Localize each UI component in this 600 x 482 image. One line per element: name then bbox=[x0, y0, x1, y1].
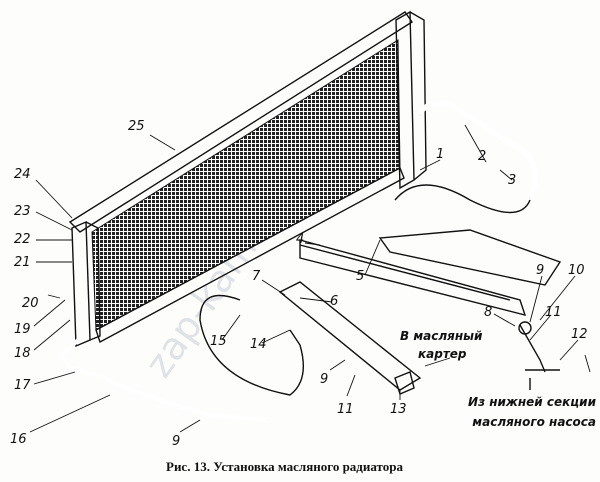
callout-10: 10 bbox=[568, 263, 585, 278]
callout-18: 18 bbox=[14, 346, 31, 361]
callout-8: 8 bbox=[484, 305, 492, 320]
callout-20: 20 bbox=[22, 296, 39, 311]
callout-19: 19 bbox=[14, 322, 31, 337]
leader-lines bbox=[29, 124, 591, 433]
callout-23: 23 bbox=[14, 204, 31, 219]
callout-labels: 25 24 23 22 21 20 19 18 17 16 1 2 3 4 5 … bbox=[10, 119, 588, 449]
radiator bbox=[68, 10, 427, 348]
callout-3: 3 bbox=[508, 173, 516, 188]
note-from-pump-line1: Из нижней секции bbox=[468, 395, 597, 409]
callout-9c: 9 bbox=[172, 434, 180, 449]
callout-11b: 11 bbox=[337, 402, 354, 417]
pipes bbox=[59, 100, 562, 422]
callout-14: 14 bbox=[250, 337, 267, 352]
callout-1: 1 bbox=[436, 147, 444, 162]
callout-9b: 9 bbox=[320, 372, 328, 387]
callout-11: 11 bbox=[545, 305, 562, 320]
note-to-crankcase-line1: В масляный bbox=[400, 329, 483, 343]
callout-21: 21 bbox=[14, 255, 31, 270]
callout-25: 25 bbox=[128, 119, 145, 134]
callout-5: 5 bbox=[356, 269, 364, 284]
callout-6: 6 bbox=[330, 294, 338, 309]
note-from-pump-line2: масляного насоса bbox=[472, 415, 596, 429]
callout-9: 9 bbox=[536, 263, 544, 278]
callout-2: 2 bbox=[478, 149, 486, 164]
callout-7: 7 bbox=[252, 269, 261, 284]
callout-12: 12 bbox=[571, 327, 588, 342]
callout-22: 22 bbox=[14, 232, 31, 247]
callout-16: 16 bbox=[10, 432, 27, 447]
callout-24: 24 bbox=[14, 167, 31, 182]
callout-17: 17 bbox=[14, 378, 31, 393]
callout-15: 15 bbox=[210, 334, 227, 349]
note-to-crankcase-line2: картер bbox=[418, 347, 467, 361]
figure-caption: Рис. 13. Установка масляного радиатора bbox=[166, 459, 403, 474]
callout-4: 4 bbox=[296, 232, 304, 247]
callout-13: 13 bbox=[390, 402, 407, 417]
